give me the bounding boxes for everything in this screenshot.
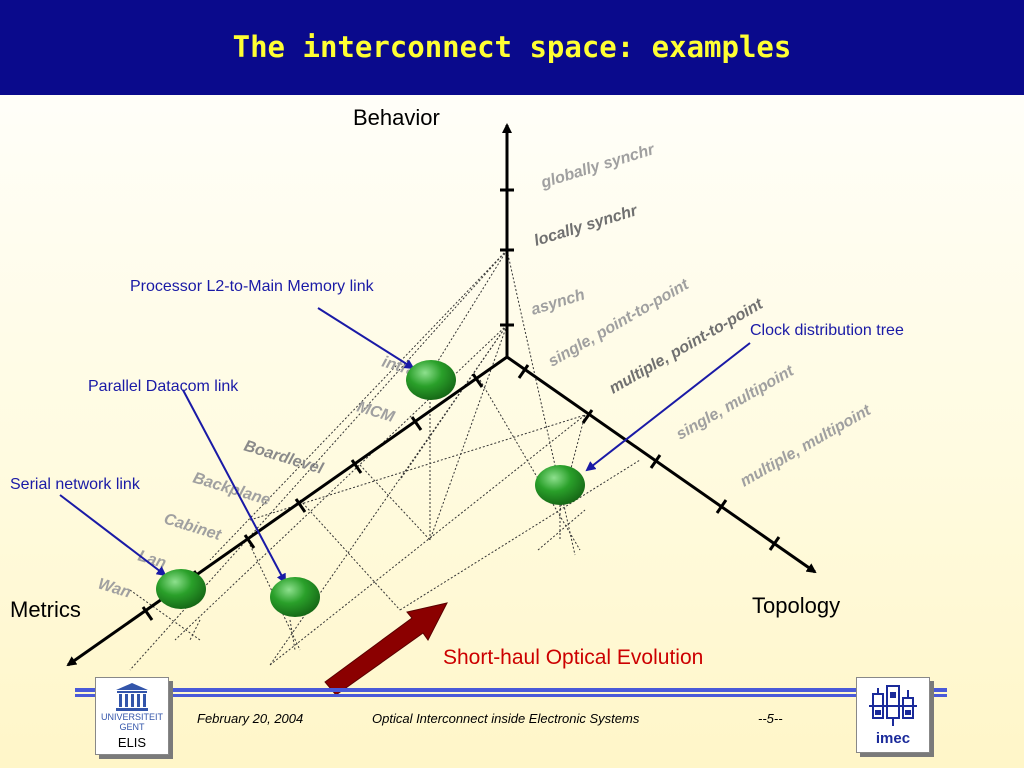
university-building-icon [116, 683, 148, 711]
level-mcm: MCM [355, 399, 397, 427]
axis-label-behavior: Behavior [353, 105, 440, 130]
callout-processor-link: Processor L2-to-Main Memory link [130, 278, 375, 295]
projection-lines [129, 249, 641, 671]
evolution-arrow [324, 602, 448, 696]
callout-parallel-datacom: Parallel Datacom link [88, 378, 239, 395]
logo-elis: ELIS [117, 735, 147, 750]
ball-clock-tree [535, 465, 585, 505]
axis-ticks [141, 188, 781, 621]
ball-processor-link [406, 360, 456, 400]
footer-date: February 20, 2004 [197, 711, 304, 726]
imec-emblem-icon [869, 685, 917, 726]
metrics-axis [66, 355, 508, 667]
pointer-datacom [182, 389, 286, 584]
footer-title: Optical Interconnect inside Electronic S… [372, 711, 640, 726]
ball-parallel-datacom [270, 577, 320, 617]
level-multiple-multipoint: multiple, multipoint [738, 402, 875, 491]
level-single-multipoint: single, multipoint [674, 362, 798, 443]
imec-logo: imec [856, 677, 930, 753]
topology-axis [506, 355, 817, 574]
pointer-processor [317, 307, 415, 370]
footer-page-number: --5-- [758, 711, 783, 726]
level-boardlevel: Boardlevel [242, 438, 326, 478]
callout-serial-network: Serial network link [10, 476, 141, 493]
axis-label-topology: Topology [752, 593, 840, 618]
callout-clock-tree: Clock distribution tree [750, 322, 904, 339]
pointer-serial [59, 494, 167, 577]
level-locally-synchr: locally synchr [532, 202, 640, 250]
axis-label-metrics: Metrics [10, 597, 81, 622]
logo-imec: imec [875, 730, 911, 747]
ball-serial-network [156, 569, 206, 609]
axes [66, 123, 817, 667]
logo-gent: GENT [119, 722, 145, 732]
evolution-label: Short-haul Optical Evolution [443, 646, 703, 669]
footer-rule [75, 688, 947, 697]
level-cabinet: Cabinet [162, 511, 224, 545]
ugent-elis-logo: UNIVERSITEIT GENT ELIS [95, 677, 169, 755]
level-lan: Lan [136, 548, 168, 573]
slide-title: The interconnect space: examples [232, 30, 792, 64]
pointer-clock [585, 342, 751, 472]
level-backplane: Backplane [191, 470, 273, 510]
level-asynch: asynch [529, 286, 587, 318]
level-wan: Wan [96, 576, 133, 602]
title-bar [0, 0, 1024, 95]
level-globally-synchr: globally synchr [538, 141, 657, 192]
logo-universiteit: UNIVERSITEIT [100, 712, 163, 722]
